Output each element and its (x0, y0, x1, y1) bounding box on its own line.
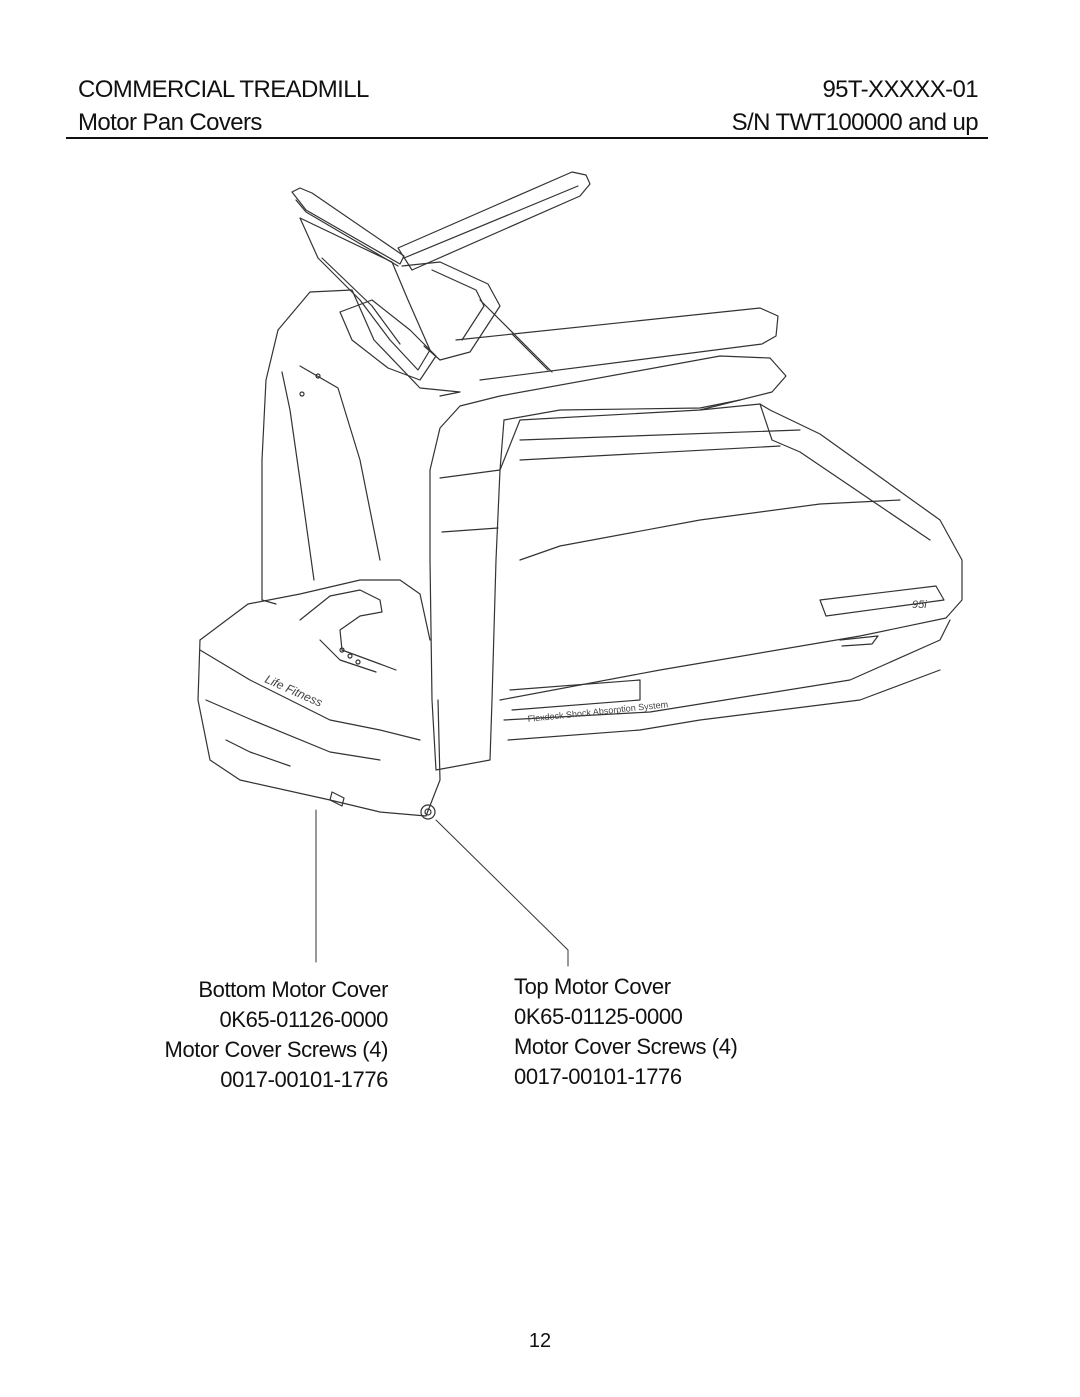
model-number: 95T-XXXXX-01 (822, 76, 978, 103)
right-handrail-upper (397, 171, 591, 271)
bottom-cover-screws: Motor Cover Screws (4) (164, 1037, 389, 1062)
bottom-cover-screw-number: 0017-00101-1776 (220, 1067, 388, 1092)
right-upright (429, 355, 787, 771)
document-title: COMMERCIAL TREADMILL (78, 76, 369, 103)
right-handrail-lower (455, 299, 779, 381)
page-number: 12 (528, 1330, 552, 1352)
section-title: Motor Pan Covers (78, 109, 262, 136)
treadmill-deck (499, 403, 963, 741)
serial-range: S/N TWT100000 and up (731, 109, 979, 136)
bottom-cover-name: Bottom Motor Cover (198, 977, 388, 1002)
header-rule (66, 137, 988, 139)
console (299, 217, 501, 381)
top-cover-name: Top Motor Cover (514, 974, 671, 999)
left-upright (261, 289, 461, 605)
bottom-motor-cover-callout: Bottom Motor Cover 0K65-01126-0000 Motor… (164, 975, 389, 1095)
model-badge-text: 95i (912, 599, 927, 611)
top-motor-cover-callout: Top Motor Cover 0K65-01125-0000 Motor Co… (514, 972, 738, 1092)
left-handrail (291, 187, 405, 267)
top-cover-part-number: 0K65-01125-0000 (514, 1004, 683, 1029)
top-cover-screws: Motor Cover Screws (4) (514, 1034, 738, 1059)
bottom-cover-part-number: 0K65-01126-0000 (219, 1007, 388, 1032)
top-cover-screw-number: 0017-00101-1776 (514, 1064, 682, 1089)
top-cover-leader (435, 819, 569, 967)
motor-cover (197, 579, 441, 820)
